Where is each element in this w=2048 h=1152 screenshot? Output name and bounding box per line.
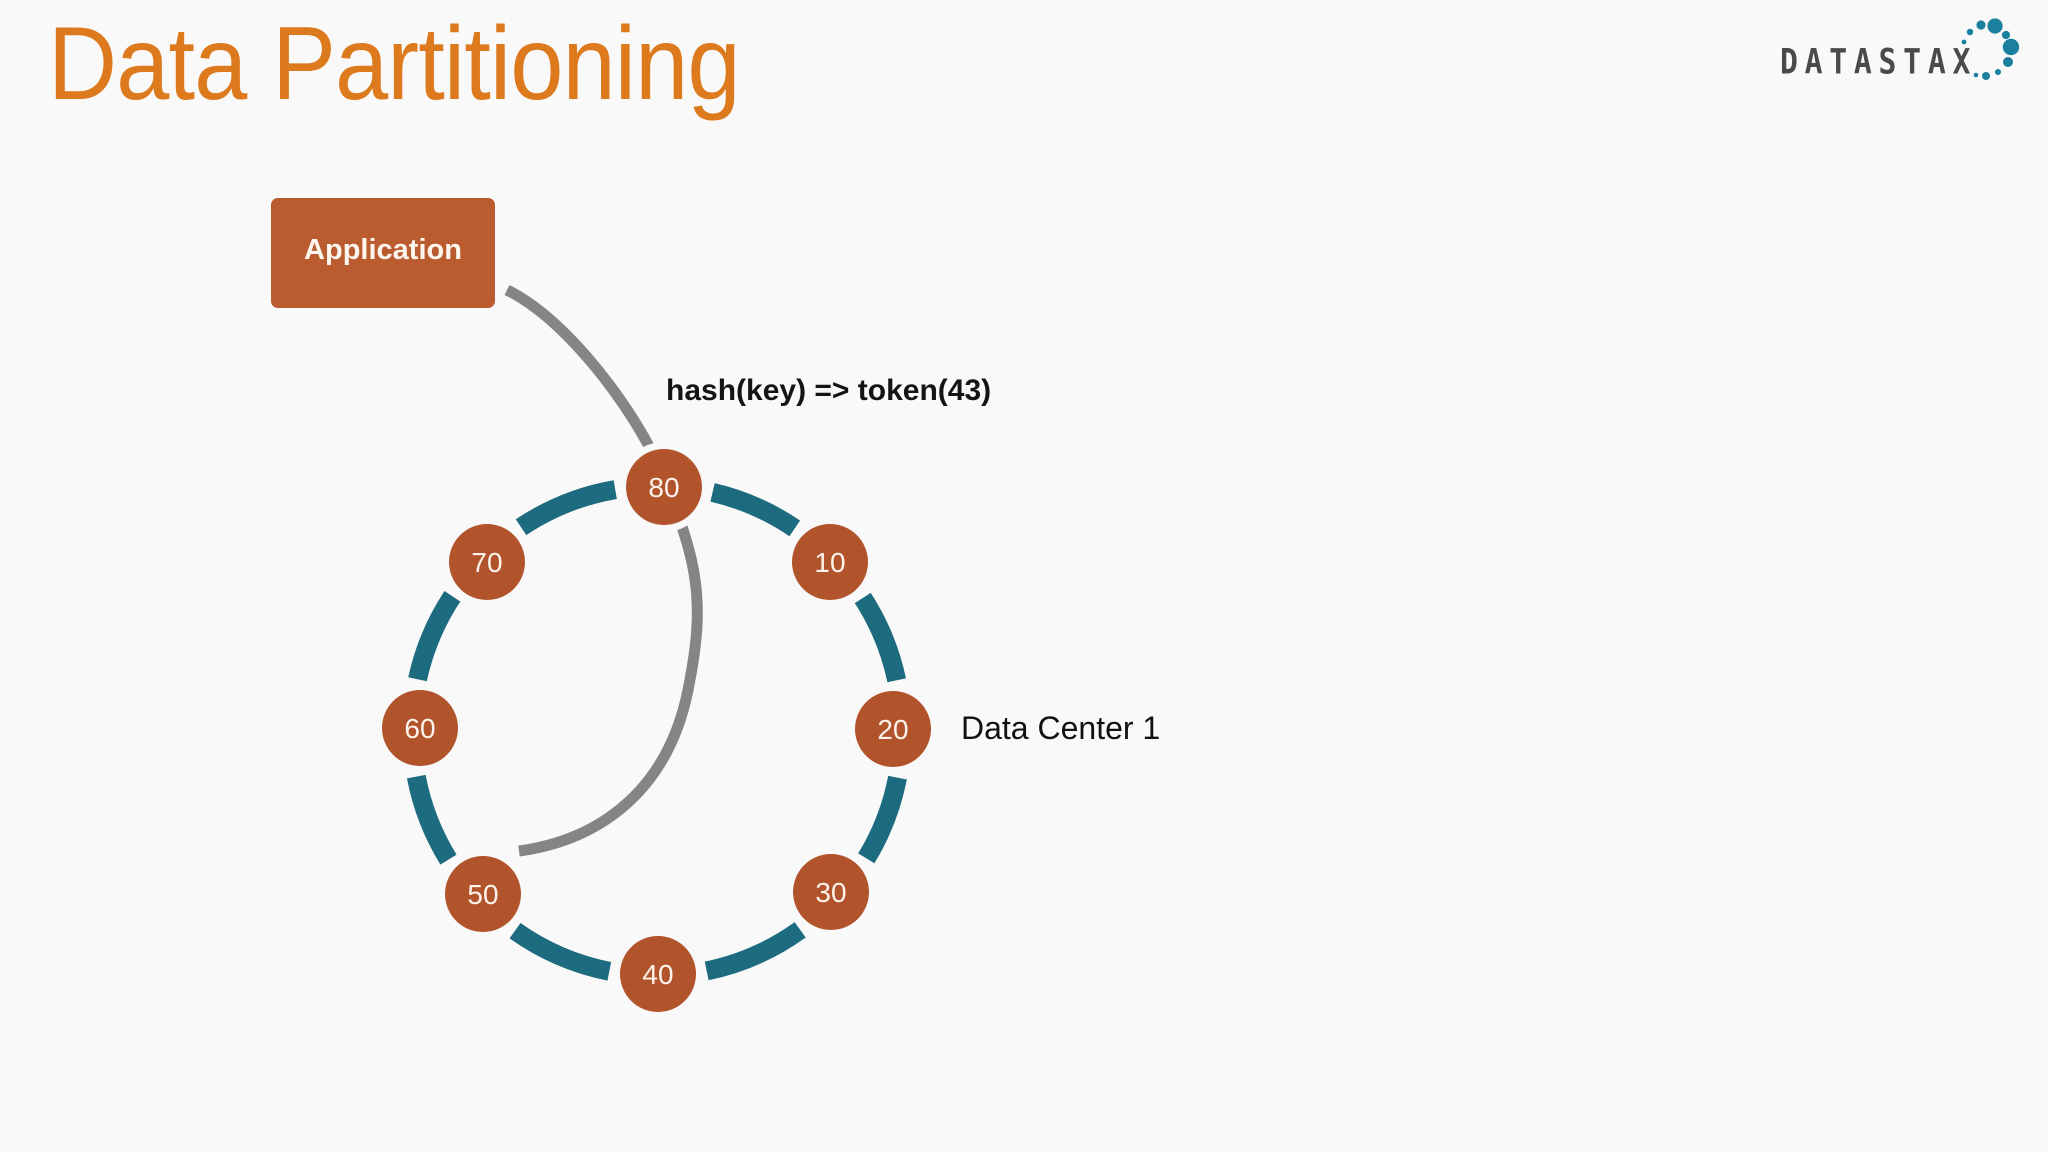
datastax-wordmark: DATASTAX [1780,42,1978,83]
ring-arc-segment [710,483,801,537]
ring-node-circle [445,856,521,932]
datastax-dots-icon [1961,18,2020,80]
ring-node-token-label: 70 [471,547,502,578]
ring-node-token-label: 40 [642,959,673,990]
request-path-group [504,285,703,857]
datacenter-label: Data Center 1 [961,710,1161,746]
ring-node-30[interactable]: 30 [786,847,876,937]
ring-node-token-label: 20 [877,714,908,745]
ring-arc-segment [858,775,907,864]
ring-node-circle [855,691,931,767]
ring-node-10[interactable]: 10 [785,517,875,607]
ring-arc-segment [408,591,461,682]
ring-node-token-label: 10 [814,547,845,578]
ring-node-circle [792,524,868,600]
page-title: Data Partitioning [48,6,741,122]
hash-function-annotation: hash(key) => token(43) [666,374,992,407]
ring-arc-segment [515,480,617,536]
ring-node-80[interactable]: 80 [619,442,709,532]
ring-arc-segment [854,592,906,683]
ring-node-circle [620,936,696,1012]
ring-arc-segment [509,922,612,981]
ring-node-60[interactable]: 60 [375,683,465,773]
application-box-label: Application [304,234,462,266]
ring-node-40[interactable]: 40 [613,929,703,1019]
ring-node-group: 80 10 20 30 40 50 60 70 [375,442,938,1019]
ring-node-circle [626,449,702,525]
ring-node-20[interactable]: 20 [848,684,938,774]
request-path-curve [504,285,703,857]
ring-node-token-label: 80 [648,472,679,503]
ring-node-70[interactable]: 70 [442,517,532,607]
ring-node-token-label: 30 [815,877,846,908]
ring-node-circle [793,854,869,930]
ring-arc-segment [704,922,806,981]
ring-node-token-label: 60 [404,713,435,744]
ring-node-token-label: 50 [467,879,498,910]
ring-arc-segment [406,774,457,865]
ring-node-circle [382,690,458,766]
ring-node-50[interactable]: 50 [438,849,528,939]
datastax-logo: DATASTAX [1780,14,2026,88]
application-box[interactable]: Application [271,198,495,308]
ring-arc-group [406,480,907,981]
ring-node-circle [449,524,525,600]
